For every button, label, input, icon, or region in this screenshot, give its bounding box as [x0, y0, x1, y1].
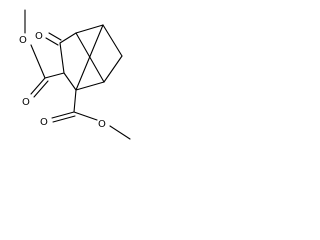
bond-c7-c6-ring — [102, 24, 123, 57]
bond-ester2-co-double-b — [52, 115, 76, 123]
bond-ester1-c-o — [30, 44, 46, 79]
ester1-carbonyl-oxygen-label: O — [22, 97, 30, 108]
bond-ester2-co-double-a — [51, 111, 75, 119]
bond-ester1-carbonyl — [44, 72, 65, 79]
bond-c3-c4-ring — [63, 72, 77, 91]
bond-lines — [24, 9, 131, 140]
bond-c5-c4-ring — [75, 81, 105, 91]
bond-ester2-c-o — [73, 111, 98, 121]
bond-c2-c3-ring — [59, 42, 65, 74]
bond-ester1-co-double-b — [33, 80, 49, 98]
bond-ester2-o-methyl — [109, 125, 131, 140]
bond-ketone-double-a — [45, 37, 59, 46]
ester2-carbonyl-oxygen-label: O — [40, 117, 48, 128]
ester2-ether-oxygen-label: O — [98, 119, 106, 130]
bond-ketone-double-b — [48, 32, 62, 41]
bond-c7-c4-bridge — [75, 24, 104, 91]
bond-c1-c7-ring — [75, 24, 104, 34]
bond-c1-c2-ring — [59, 32, 77, 44]
bond-ester2-carbonyl — [73, 89, 77, 113]
bond-c6-c5-ring — [103, 55, 123, 83]
bond-ester1-co-double-a — [30, 77, 46, 95]
ketone-oxygen-label: O — [35, 31, 43, 42]
chemical-structure-diagram: O O O O O — [19, 9, 131, 140]
ester1-ether-oxygen-label: O — [19, 35, 27, 46]
